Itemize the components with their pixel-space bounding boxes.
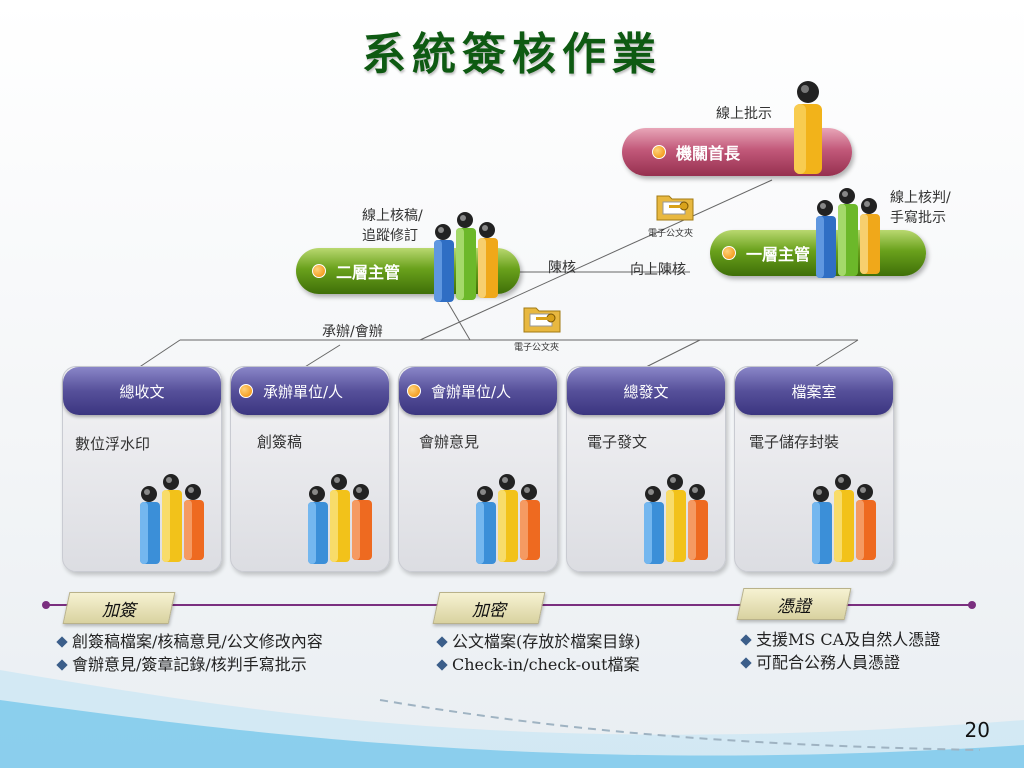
diamond-bullet-icon — [56, 635, 68, 648]
bullet-item: 公文檔案(存放於檔案目錄) — [436, 630, 641, 653]
folder-label-2: 電子公文夾 — [514, 343, 560, 353]
page-number: 20 — [964, 718, 990, 742]
unit-card-desc: 創簽稿 — [257, 433, 303, 451]
background-wave — [0, 670, 1024, 768]
unit-card-desc: 數位浮水印 — [75, 435, 151, 453]
node-level2-label: 二層主管 — [336, 263, 401, 282]
label-up-chenhe: 向上陳核 — [630, 262, 686, 278]
bullet-text: 會辦意見/簽章記錄/核判手寫批示 — [72, 655, 307, 674]
bullet-item: 創簽稿檔案/核稿意見/公文修改內容 — [56, 630, 323, 653]
tag-jiami-label: 加密 — [472, 600, 506, 621]
level1-note-1: 線上核判/ — [890, 190, 951, 206]
unit-card-header: 會辦單位/人 — [399, 367, 557, 415]
bullet-list-middle: 公文檔案(存放於檔案目錄) Check-in/check-out檔案 — [436, 630, 641, 676]
people-group-icon — [434, 212, 498, 302]
diamond-bullet-icon — [436, 635, 448, 648]
level2-note-1: 線上核稿/ — [362, 208, 423, 224]
people-group-icon — [140, 474, 204, 564]
bullet-text: 公文檔案(存放於檔案目錄) — [452, 632, 641, 651]
bullet-item: Check-in/check-out檔案 — [436, 653, 641, 676]
unit-card-desc: 電子儲存封裝 — [749, 433, 840, 451]
unit-card-label: 總發文 — [623, 382, 669, 401]
diamond-bullet-icon — [56, 658, 68, 671]
diamond-bullet-icon — [740, 656, 752, 669]
bullet-dot-icon — [722, 246, 736, 260]
bullet-item: 會辦意見/簽章記錄/核判手寫批示 — [56, 653, 323, 676]
people-group-icon — [816, 188, 880, 278]
bullet-dot-icon — [652, 145, 666, 159]
unit-card-header: 檔案室 — [735, 367, 893, 415]
label-chengban: 承辦/會辦 — [322, 324, 383, 340]
bullet-dot-icon — [407, 384, 421, 398]
unit-card-desc: 電子發文 — [587, 433, 648, 451]
people-group-icon — [812, 474, 876, 564]
bullet-text: 創簽稿檔案/核稿意見/公文修改內容 — [72, 632, 323, 651]
unit-card-label: 檔案室 — [791, 382, 837, 401]
tag-pingzheng-label: 憑證 — [777, 596, 811, 617]
folder-key-icon — [523, 307, 561, 333]
unit-card-label: 總收文 — [119, 382, 165, 401]
people-group-icon — [476, 474, 540, 564]
person-gold-icon — [794, 81, 822, 174]
people-group-icon — [308, 474, 372, 564]
node-level1-label: 一層主管 — [746, 245, 811, 264]
label-chenhe: 陳核 — [548, 260, 576, 276]
unit-card-header: 總發文 — [567, 367, 725, 415]
node-head-label: 機關首長 — [676, 144, 741, 163]
bullet-text: Check-in/check-out檔案 — [452, 655, 640, 674]
tag-pingzheng: 憑證 — [736, 588, 852, 620]
level2-note-2: 追蹤修訂 — [362, 228, 418, 244]
bullet-dot-icon — [239, 384, 253, 398]
bullet-dot-icon — [312, 264, 326, 278]
unit-card-label: 承辦單位/人 — [263, 382, 344, 401]
head-note: 線上批示 — [716, 106, 772, 122]
folder-key-icon — [656, 195, 694, 221]
unit-card-header: 承辦單位/人 — [231, 367, 389, 415]
tag-jiami: 加密 — [432, 592, 546, 624]
page-title: 系統簽核作業 — [362, 29, 662, 80]
diamond-bullet-icon — [740, 633, 752, 646]
bullet-text: 可配合公務人員憑證 — [756, 653, 901, 672]
tag-jiaqian-label: 加簽 — [102, 600, 136, 621]
level1-note-2: 手寫批示 — [890, 210, 946, 226]
bullet-list-right: 支援MS CA及自然人憑證 可配合公務人員憑證 — [740, 628, 940, 674]
unit-card-header: 總收文 — [63, 367, 221, 415]
bullet-text: 支援MS CA及自然人憑證 — [756, 630, 941, 649]
bullet-item: 支援MS CA及自然人憑證 — [740, 628, 940, 651]
org-connector-lines — [134, 179, 859, 371]
unit-card-label: 會辦單位/人 — [431, 382, 512, 401]
people-group-icon — [644, 474, 708, 564]
folder-label-1: 電子公文夾 — [648, 229, 694, 239]
diamond-bullet-icon — [436, 658, 448, 671]
unit-card-desc: 會辦意見 — [419, 433, 480, 451]
tag-jiaqian: 加簽 — [62, 592, 176, 624]
bullet-list-left: 創簽稿檔案/核稿意見/公文修改內容 會辦意見/簽章記錄/核判手寫批示 — [56, 630, 323, 676]
bullet-item: 可配合公務人員憑證 — [740, 651, 940, 674]
